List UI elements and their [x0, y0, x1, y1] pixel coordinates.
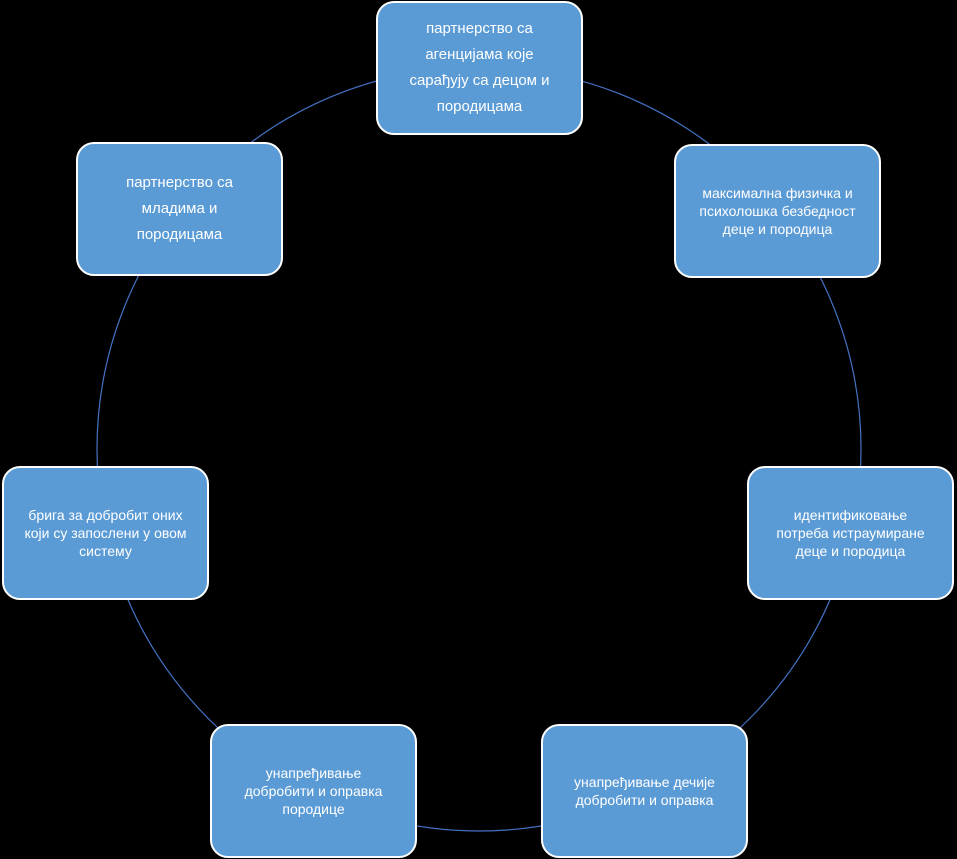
cycle-node-family-wellbeing: унапређивање добробити и оправка породиц… — [210, 724, 417, 858]
cycle-node-identifying-needs: идентификовање потреба истраумиране деце… — [747, 466, 954, 600]
cycle-node-safety: максимална физичка и психолошка безбедно… — [674, 144, 881, 278]
cycle-node-youth-partnership: партнерство са младима и породицама — [76, 142, 283, 276]
cycle-node-label: унапређивање добробити и оправка породиц… — [244, 765, 383, 817]
cycle-node-child-wellbeing: унапређивање дечије добробити и оправка — [541, 724, 748, 858]
cycle-node-agency-partnership: партнерство са агенцијама које сарађују … — [376, 1, 583, 135]
cycle-node-label: максимална физичка и психолошка безбедно… — [699, 185, 856, 237]
cycle-node-staff-care: брига за добробит оних који су запослени… — [2, 466, 209, 600]
cycle-node-label: брига за добробит оних који су запослени… — [24, 507, 187, 559]
cycle-node-label: партнерство са агенцијама које сарађују … — [409, 20, 550, 115]
cycle-node-label: идентификовање потреба истраумиране деце… — [776, 507, 925, 559]
cycle-node-label: партнерство са младима и породицама — [126, 174, 233, 243]
cycle-node-label: унапређивање дечије добробити и оправка — [574, 774, 715, 808]
